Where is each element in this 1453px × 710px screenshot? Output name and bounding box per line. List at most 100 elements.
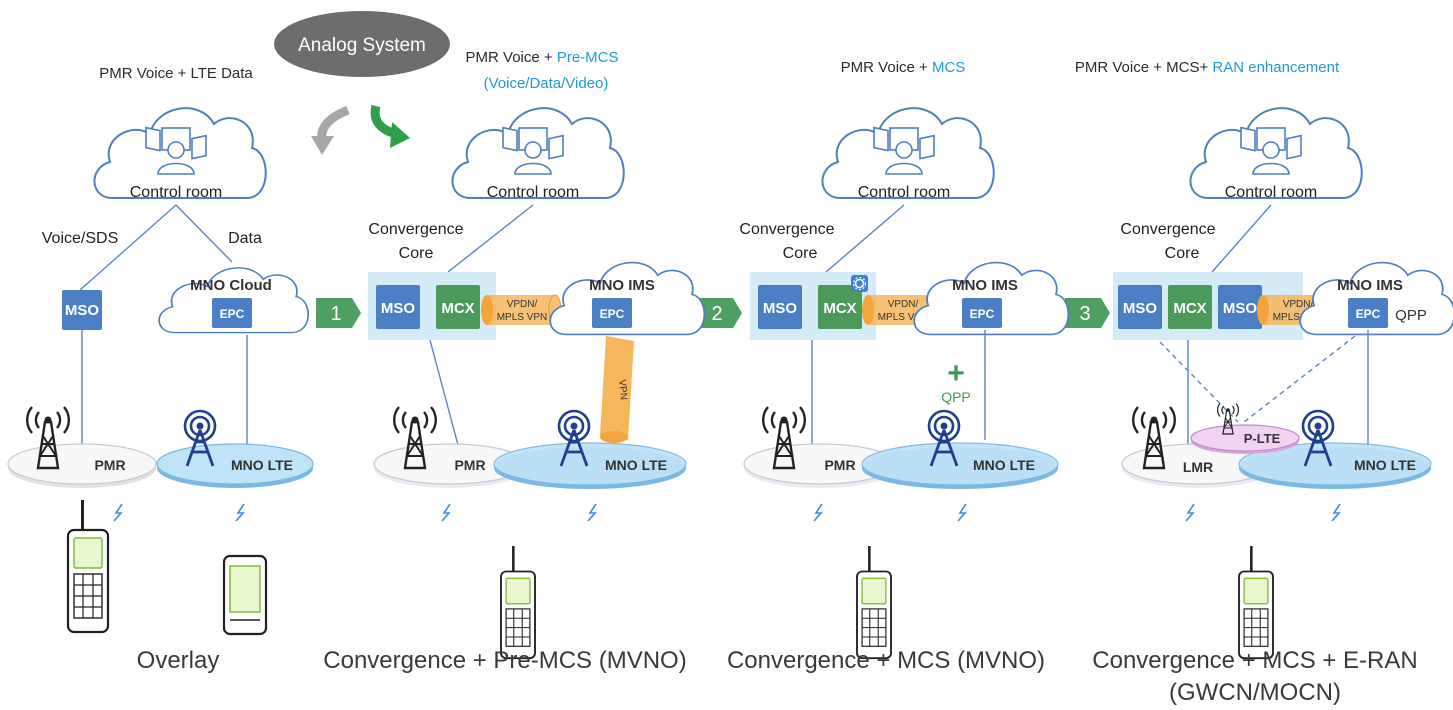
svg-text:3: 3	[1079, 303, 1090, 325]
curved-arrow-icon	[311, 105, 350, 155]
stage-mcs: PMR Voice + MCS Control room Convergence…	[727, 59, 1070, 674]
svg-text:Core: Core	[399, 245, 434, 262]
mno-lte-label: MNO LTE	[231, 457, 293, 473]
lightning-icon	[587, 503, 597, 522]
svg-text:MPLS VPN: MPLS VPN	[497, 312, 548, 323]
control-room-label: Control room	[130, 184, 222, 201]
stage-pre-mcs: PMR Voice + Pre-MCS (Voice/Data/Video) C…	[323, 49, 706, 674]
svg-text:MPLS VPN: MPLS VPN	[878, 312, 929, 323]
analog-system-label: Analog System	[298, 35, 426, 56]
vpdn-tunnel: VPDN/ MPLS VPN	[481, 294, 562, 326]
control-room-label: Control room	[1225, 184, 1317, 201]
svg-text:VPN: VPN	[616, 379, 629, 400]
stage-heading: PMR Voice + LTE Data	[99, 65, 253, 82]
lightning-icon	[1185, 503, 1195, 522]
stage-caption: Convergence + MCS (MVNO)	[727, 647, 1045, 674]
analog-system: Analog System	[274, 11, 450, 77]
control-room-label: Control room	[858, 184, 950, 201]
curved-arrow-icon	[370, 104, 410, 148]
mso-box-2	[1218, 285, 1262, 329]
mso-box	[758, 285, 802, 329]
svg-text:VPDN/: VPDN/	[888, 299, 919, 310]
lightning-icon	[113, 503, 123, 522]
step-arrow-1: 1	[316, 298, 361, 328]
svg-text:MCX: MCX	[823, 300, 856, 317]
svg-text:MSO: MSO	[1223, 300, 1258, 317]
svg-text:MSO: MSO	[381, 300, 416, 317]
mno-lte-label: MNO LTE	[973, 457, 1035, 473]
pmr-label: PMR	[454, 457, 485, 473]
mso-box	[1118, 285, 1162, 329]
lightning-icon	[813, 503, 823, 522]
svg-text:MPLS VPN: MPLS VPN	[1273, 312, 1324, 323]
mcx-box	[1168, 285, 1212, 329]
svg-text:Core: Core	[1165, 245, 1200, 262]
lmr-label: LMR	[1183, 459, 1213, 475]
stage-ran-enhancement: PMR Voice + MCS+ RAN enhancement Control…	[1075, 59, 1453, 706]
control-room-label: Control room	[487, 184, 579, 201]
stage-heading: PMR Voice + MCS+ RAN enhancement	[1075, 59, 1340, 76]
convergence-core-label: Convergence	[1120, 221, 1215, 238]
qpp-label: QPP	[1395, 307, 1427, 324]
svg-text:MSO: MSO	[65, 302, 100, 319]
stage-caption-line2: (GWCN/MOCN)	[1169, 679, 1341, 706]
svg-text:2: 2	[711, 303, 722, 325]
portable-radio-icon	[856, 545, 892, 660]
svg-text:MCX: MCX	[1173, 300, 1206, 317]
p-lte-label: P-LTE	[1244, 431, 1281, 446]
mno-ims-label: MNO IMS	[952, 277, 1018, 294]
svg-text:EPC: EPC	[600, 307, 625, 321]
mso-box	[62, 290, 102, 330]
stage-overlay: PMR Voice + LTE Data Control room Voice/…	[7, 65, 314, 674]
svg-text:MCX: MCX	[441, 300, 474, 317]
svg-text:VPDN/: VPDN/	[507, 299, 538, 310]
svg-text:MSO: MSO	[1123, 300, 1158, 317]
svg-text:Core: Core	[783, 245, 818, 262]
stage-heading: PMR Voice + MCS	[841, 59, 966, 76]
mno-cloud-label: MNO Cloud	[190, 277, 272, 294]
svg-text:MSO: MSO	[763, 300, 798, 317]
step-arrow-3: 3	[1065, 298, 1110, 328]
mno-ims-label: MNO IMS	[1337, 277, 1403, 294]
svg-text:1: 1	[330, 303, 341, 325]
mno-lte-label: MNO LTE	[1354, 457, 1416, 473]
lightning-icon	[1331, 503, 1341, 522]
lightning-icon	[235, 503, 245, 522]
portable-radio-icon	[500, 545, 536, 660]
mno-lte-label: MNO LTE	[605, 457, 667, 473]
svg-text:EPC: EPC	[220, 307, 245, 321]
mcx-box	[436, 285, 480, 329]
svg-text:EPC: EPC	[970, 307, 995, 321]
gear-icon	[851, 275, 868, 292]
stage-caption: Overlay	[137, 647, 220, 674]
mno-ims-label: MNO IMS	[589, 277, 655, 294]
epc-box	[1348, 298, 1388, 328]
mso-box	[376, 285, 420, 329]
convergence-core-label: Convergence	[368, 221, 463, 238]
convergence-core-label: Convergence	[739, 221, 834, 238]
epc-box	[592, 298, 632, 328]
lightning-icon	[441, 503, 451, 522]
lightning-icon	[957, 503, 967, 522]
step-arrow-2: 2	[697, 298, 742, 328]
mcx-box	[818, 285, 862, 329]
smartphone-icon	[222, 554, 268, 636]
pmr-label: PMR	[94, 457, 125, 473]
portable-radio-icon	[1238, 545, 1274, 660]
epc-box	[962, 298, 1002, 328]
epc-box	[212, 298, 252, 328]
svg-text:VPDN/: VPDN/	[1283, 299, 1314, 310]
pmr-label: PMR	[824, 457, 855, 473]
portable-radio-icon	[66, 498, 110, 634]
stage-heading-line2: (Voice/Data/Video)	[484, 75, 609, 92]
stage-caption: Convergence + Pre-MCS (MVNO)	[323, 647, 686, 674]
data-label: Data	[228, 230, 262, 247]
plus-icon: +	[947, 357, 965, 390]
stage-heading: PMR Voice + Pre-MCS	[466, 49, 619, 66]
stage-caption: Convergence + MCS + E-RAN	[1092, 647, 1417, 674]
qpp-label: QPP	[941, 389, 971, 405]
svg-text:EPC: EPC	[1356, 307, 1381, 321]
vpn-tunnel: VPN	[600, 336, 634, 443]
voice-sds-label: Voice/SDS	[42, 230, 118, 247]
